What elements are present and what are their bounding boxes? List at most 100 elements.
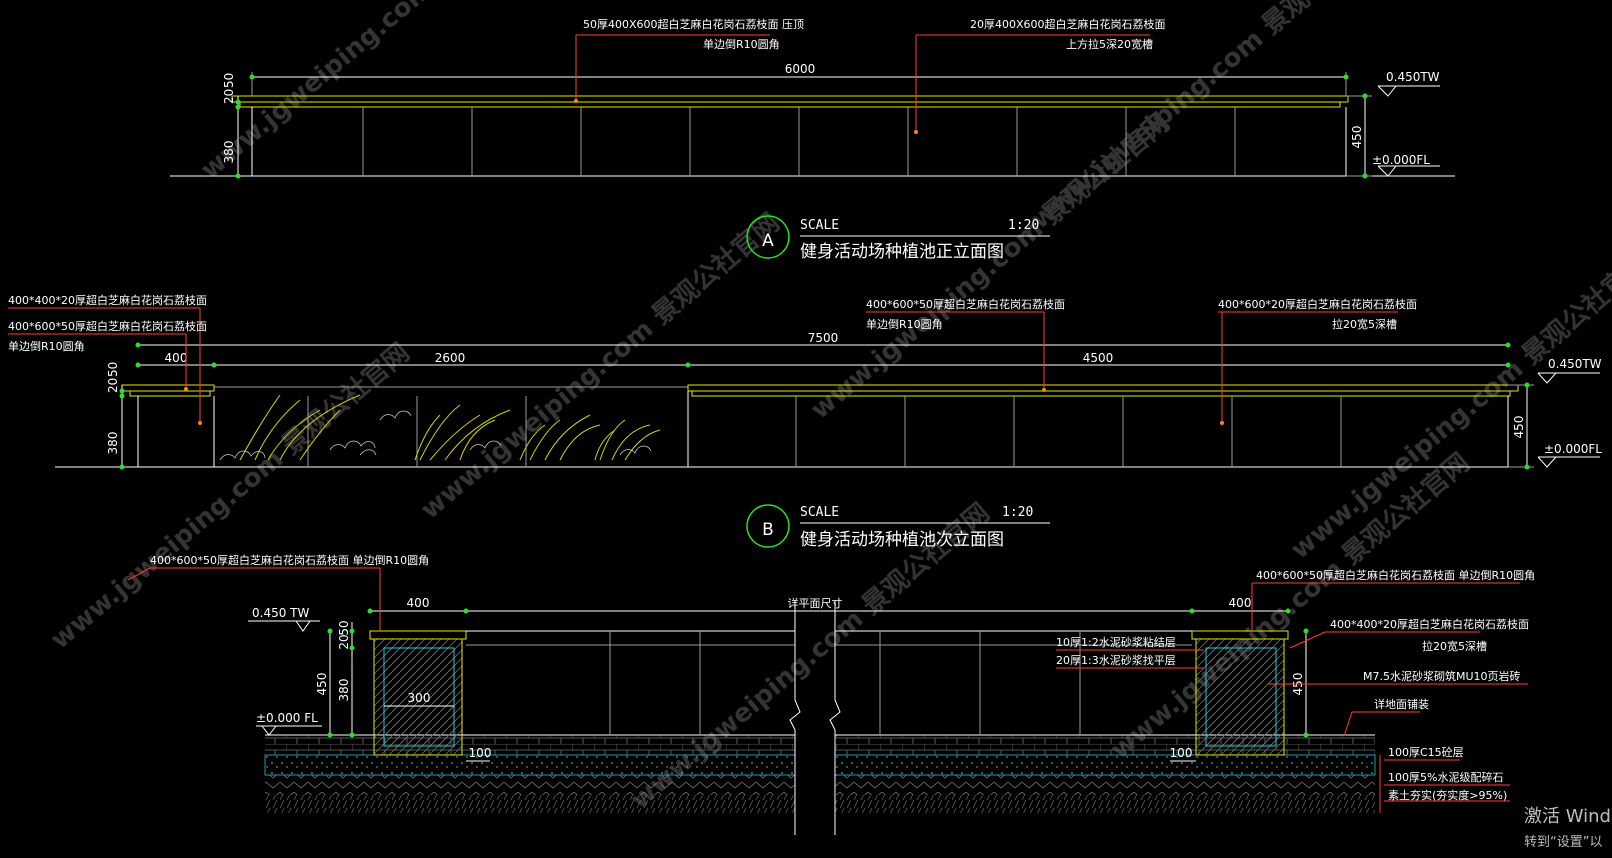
dim-cap2: 50 bbox=[106, 362, 120, 377]
note-text: 400*600*50厚超白芝麻白花岗石荔枝面 单边倒R10圆角 bbox=[1256, 568, 1535, 582]
dim-total-h: 450 bbox=[315, 673, 329, 696]
dim-right-width: 400 bbox=[1229, 596, 1252, 610]
watermark-text: www.jgweiping.com 景观公社官网 bbox=[195, 0, 566, 185]
coping-slab bbox=[239, 101, 1341, 108]
level-mark-fl: ±0.000FL bbox=[1537, 442, 1602, 468]
dim-cap: 20 bbox=[106, 378, 120, 393]
dim-total: 6000 bbox=[785, 62, 816, 76]
drawing-title: 健身活动场种植池次立面图 bbox=[800, 530, 1004, 550]
soil-layer bbox=[265, 795, 795, 813]
note-text: M7.5水泥砂浆砌筑MU10页岩砖 bbox=[1363, 669, 1521, 683]
dim-height: 450 bbox=[1512, 416, 1526, 439]
note-leader: 400*400*20厚超白芝麻白花岗石荔枝面 拉20宽5深槽 bbox=[1289, 617, 1529, 653]
note-text: 10厚1:2水泥砂浆粘结层 bbox=[1056, 635, 1176, 649]
svg-text:0.450TW: 0.450TW bbox=[1548, 357, 1602, 371]
note-text: 20厚400X600超白芝麻白花岗石荔枝面 bbox=[970, 17, 1166, 31]
note-text: 素土夯实(夯实度>95%) bbox=[1388, 788, 1507, 802]
note-text: 400*400*20厚超白芝麻白花岗石荔枝面 bbox=[8, 293, 207, 307]
paving-layer bbox=[265, 735, 795, 755]
note-text: 拉20宽5深槽 bbox=[1422, 639, 1487, 653]
note-leader: 400*400*20厚超白芝麻白花岗石荔枝面 bbox=[8, 293, 207, 425]
watermark-text: www.jgweiping.com 景观公社官网 bbox=[1285, 247, 1612, 565]
dim-mid: 2600 bbox=[435, 351, 466, 365]
note-leader: 10厚1:2水泥砂浆粘结层 20厚1:3水泥砂浆找平层 bbox=[1056, 635, 1204, 669]
note-leader: 详地面铺装 bbox=[1343, 697, 1429, 737]
dim-base-right: 100 bbox=[1170, 746, 1193, 760]
break-line bbox=[829, 600, 841, 835]
dim-cap: 20 bbox=[222, 89, 236, 104]
panel-joints bbox=[362, 107, 1236, 176]
section-badge bbox=[746, 215, 790, 259]
paving-layer bbox=[835, 735, 1375, 755]
level-mark-fl: ±0.000 FL bbox=[256, 711, 322, 736]
note-text: 400*400*20厚超白芝麻白花岗石荔枝面 bbox=[1330, 617, 1529, 631]
note-text: 20厚1:3水泥砂浆找平层 bbox=[1056, 653, 1176, 667]
title-block-b: B SCALE 1:20 健身活动场种植池次立面图 bbox=[746, 504, 1050, 550]
concrete-layer bbox=[834, 754, 1376, 776]
watermark-text: www.jgweiping.com 景观公社官网 bbox=[415, 207, 786, 525]
brick-core bbox=[383, 647, 455, 747]
dim-tick bbox=[249, 74, 255, 80]
concrete-layer bbox=[264, 754, 796, 776]
soil-layer bbox=[835, 795, 1375, 813]
planting-shrubs bbox=[239, 394, 661, 461]
level-mark-tw: 0.450 TW bbox=[248, 606, 320, 632]
scale-label: SCALE bbox=[800, 505, 839, 520]
elevation-b: 7500 400 2600 4500 20 50 380 450 0.450TW… bbox=[8, 293, 1602, 550]
coping-cap bbox=[369, 630, 467, 640]
drawing-title: 健身活动场种植池正立面图 bbox=[800, 242, 1004, 262]
svg-text:0.450TW: 0.450TW bbox=[1386, 70, 1440, 84]
dim-top: 20 bbox=[337, 634, 351, 649]
svg-text:±0.000 FL: ±0.000 FL bbox=[256, 711, 318, 725]
coping-cap bbox=[687, 384, 1519, 392]
elevation-a: 6000 20 50 380 450 0.450TW ±0.000FL 50厚4… bbox=[170, 17, 1455, 262]
note-text: 单边倒R10圆角 bbox=[8, 340, 85, 353]
dim-left: 400 bbox=[165, 351, 188, 365]
section-badge bbox=[746, 504, 790, 548]
note-text: 400*600*50厚超白芝麻白花岗石荔枝面 bbox=[866, 297, 1065, 311]
note-leader: 400*600*50厚超白芝麻白花岗石荔枝面 单边倒R10圆角 bbox=[8, 319, 207, 391]
windows-activation-overlay: 激活 Wind 转到“设置”以 bbox=[1524, 806, 1611, 850]
note-leader: 400*600*50厚超白芝麻白花岗石荔枝面 单边倒R10圆角 bbox=[1251, 568, 1535, 631]
dim-total: 7500 bbox=[808, 331, 839, 345]
dim-body: 380 bbox=[106, 432, 120, 455]
scale-value: 1:20 bbox=[1002, 505, 1033, 520]
watermark-text: www.jgweiping.com 景观公社官网 bbox=[1105, 447, 1476, 765]
gravel-layer bbox=[265, 775, 795, 795]
note-leader: 100厚C15砼层 100厚5%水泥级配碎石 素土夯实(夯实度>95%) bbox=[1379, 746, 1510, 813]
note-leader: 20厚400X600超白芝麻白花岗石荔枝面 上方拉5深20宽槽 bbox=[914, 17, 1166, 134]
dim-base-left: 100 bbox=[469, 746, 492, 760]
scale-value: 1:20 bbox=[1008, 218, 1039, 233]
dim-right: 4500 bbox=[1083, 351, 1114, 365]
note-text: 100厚C15砼层 bbox=[1388, 746, 1464, 759]
note-text: 400*600*20厚超白芝麻白花岗石荔枝面 bbox=[1218, 297, 1417, 311]
panel-joints bbox=[307, 396, 1342, 467]
note-text: 详地面铺装 bbox=[1374, 697, 1429, 711]
note-leader: 400*600*50厚超白芝麻白花岗石荔枝面 单边倒R10圆角 bbox=[127, 553, 429, 631]
svg-text:±0.000FL: ±0.000FL bbox=[1544, 442, 1602, 456]
note-text: 100厚5%水泥级配碎石 bbox=[1388, 770, 1503, 784]
note-leader: 400*600*50厚超白芝麻白花岗石荔枝面 单边倒R10圆角 bbox=[866, 297, 1065, 392]
watermark-text: www.jgweiping.com 景观公社官网 bbox=[45, 337, 416, 655]
badge-letter: B bbox=[762, 520, 774, 540]
note-leader: M7.5水泥砂浆砌筑MU10页岩砖 bbox=[1268, 669, 1528, 685]
dim-height: 450 bbox=[1350, 126, 1364, 149]
dim-inner: 300 bbox=[408, 691, 431, 705]
level-mark-tw: 0.450TW bbox=[1377, 70, 1440, 97]
dim-cap: 50 bbox=[337, 620, 351, 635]
watermark-layer: www.jgweiping.com 景观公社官网 www.jgweiping.c… bbox=[45, 0, 1612, 815]
badge-letter: A bbox=[762, 231, 774, 251]
dim-body: 380 bbox=[222, 141, 236, 164]
svg-text:±0.000FL: ±0.000FL bbox=[1372, 153, 1430, 167]
dim-cap2: 50 bbox=[222, 73, 236, 88]
activation-line2: 转到“设置”以 bbox=[1524, 835, 1602, 850]
planting-groundcover bbox=[219, 410, 652, 461]
dim-tick bbox=[1343, 74, 1349, 80]
level-mark-fl: ±0.000FL bbox=[1372, 153, 1440, 177]
note-leader: 400*600*20厚超白芝麻白花岗石荔枝面 拉20宽5深槽 bbox=[1218, 297, 1417, 425]
brick-core bbox=[1205, 647, 1277, 747]
break-line bbox=[789, 600, 801, 835]
note-text: 400*600*50厚超白芝麻白花岗石荔枝面 bbox=[8, 319, 207, 333]
